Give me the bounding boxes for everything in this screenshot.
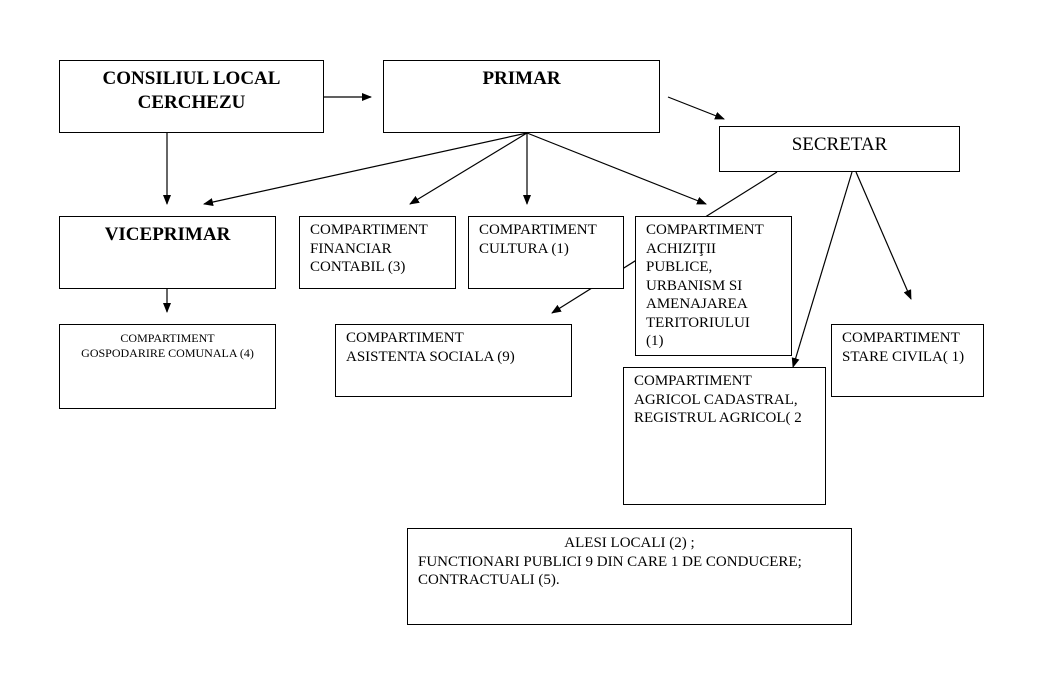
- arrow-primar-to-financiar: [409, 132, 528, 205]
- node-compartiment-financiar-contabil: COMPARTIMENT FINANCIAR CONTABIL (3): [299, 216, 456, 289]
- node-text: COMPARTIMENT: [646, 222, 764, 238]
- node-text: PUBLICE,: [646, 259, 713, 275]
- node-text: FINANCIAR: [310, 240, 392, 257]
- node-text: COMPARTIMENT: [842, 330, 960, 346]
- node-text: ACHIZIŢII: [646, 240, 716, 257]
- node-text: COMPARTIMENT: [120, 331, 215, 345]
- summary-civil-servants: FUNCTIONARI PUBLICI 9 DIN CARE 1 DE COND…: [418, 553, 802, 570]
- node-text: CONSILIUL LOCAL: [102, 68, 281, 89]
- summary-contract-staff: CONTRACTUALI (5).: [418, 572, 560, 588]
- arrow-primar-to-achizitii: [526, 132, 707, 205]
- node-text: COMPARTIMENT: [479, 222, 597, 238]
- node-compartiment-agricol-cadastral: COMPARTIMENT AGRICOL CADASTRAL, REGISTRU…: [623, 367, 826, 505]
- node-text: (1): [646, 333, 664, 349]
- node-text: AGRICOL CADASTRAL,: [634, 391, 798, 408]
- arrow-secretar-to-stare-civila: [855, 171, 912, 300]
- node-text: COMPARTIMENT: [310, 222, 428, 238]
- node-text: PRIMAR: [482, 68, 561, 89]
- node-text: TERITORIULUI: [646, 314, 750, 331]
- node-text: VICEPRIMAR: [104, 224, 231, 245]
- node-text: REGISTRUL AGRICOL( 2: [634, 410, 802, 426]
- node-compartiment-gospodarire-comunala: COMPARTIMENT GOSPODARIRE COMUNALA (4): [59, 324, 276, 409]
- node-consiliul-local: CONSILIUL LOCAL CERCHEZU: [59, 60, 324, 133]
- node-text: CULTURA (1): [479, 240, 569, 257]
- node-text: STARE CIVILA( 1): [842, 348, 965, 365]
- node-viceprimar: VICEPRIMAR: [59, 216, 276, 289]
- node-text: URBANISM SI: [646, 277, 743, 294]
- node-text: COMPARTIMENT: [346, 330, 464, 346]
- node-primar: PRIMAR: [383, 60, 660, 133]
- node-compartiment-asistenta-sociala: COMPARTIMENT ASISTENTA SOCIALA (9): [335, 324, 572, 397]
- node-compartiment-achizitii-urbanism: COMPARTIMENT ACHIZIŢII PUBLICE, URBANISM…: [635, 216, 792, 356]
- node-text: CERCHEZU: [137, 92, 246, 113]
- node-text: ASISTENTA SOCIALA (9): [346, 348, 515, 365]
- node-text: SECRETAR: [791, 134, 888, 155]
- node-compartiment-cultura: COMPARTIMENT CULTURA (1): [468, 216, 624, 289]
- arrow-primar-to-viceprimar: [203, 132, 528, 206]
- arrow-primar-to-secretar: [667, 96, 725, 120]
- staff-summary-box: ALESI LOCALI (2) ; FUNCTIONARI PUBLICI 9…: [407, 528, 852, 625]
- node-text: CONTABIL (3): [310, 259, 406, 275]
- summary-elected-officials: ALESI LOCALI (2) ;: [564, 535, 695, 551]
- node-text: AMENAJAREA: [646, 296, 748, 312]
- node-compartiment-stare-civila: COMPARTIMENT STARE CIVILA( 1): [831, 324, 984, 397]
- node-secretar: SECRETAR: [719, 126, 960, 172]
- node-text: GOSPODARIRE COMUNALA (4): [81, 346, 254, 360]
- node-text: COMPARTIMENT: [634, 373, 752, 389]
